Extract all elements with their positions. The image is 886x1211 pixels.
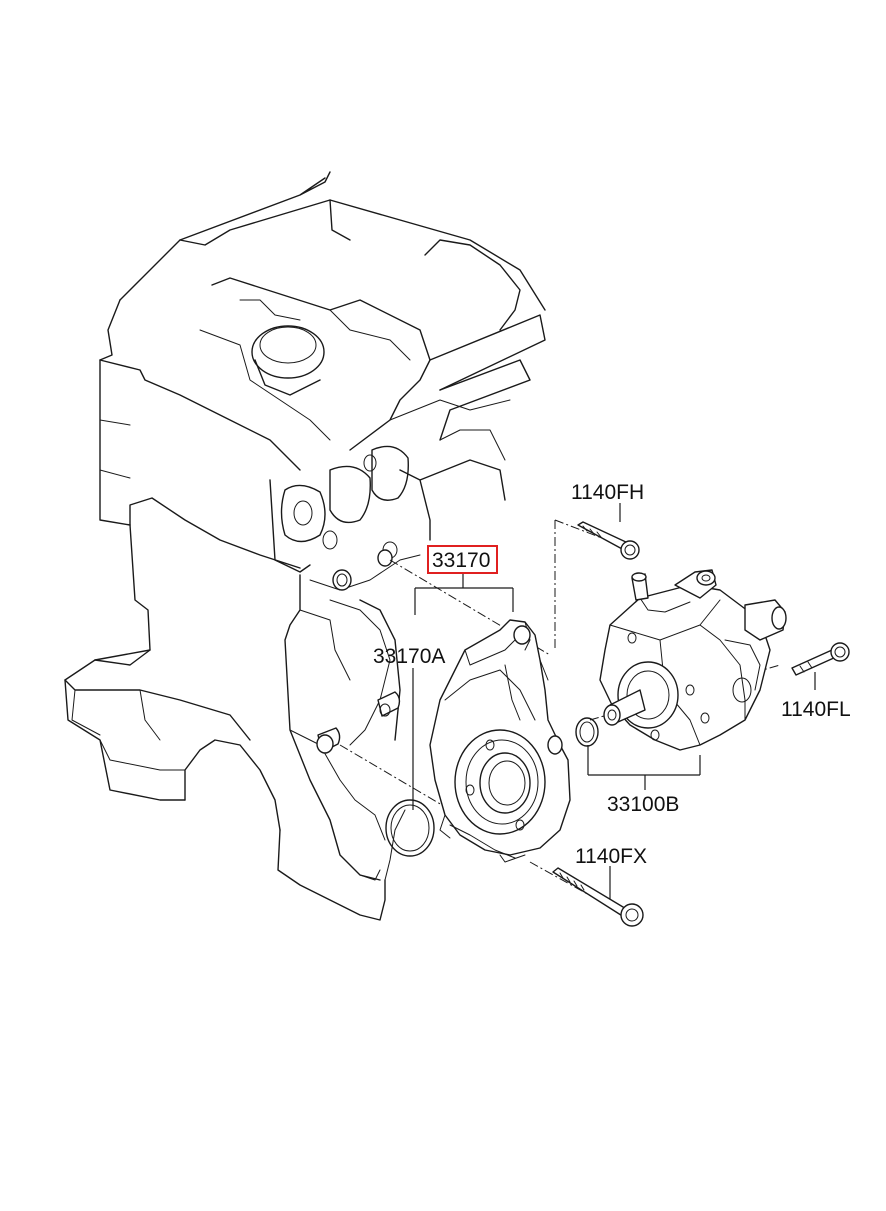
engine-block xyxy=(64,171,546,921)
bolt-1140fh xyxy=(577,521,640,560)
pump-bracket xyxy=(429,619,571,863)
part-labels: 33170 33170A 1140FH 1140FL 33100B 1140FX xyxy=(373,481,851,868)
bolt-1140fx xyxy=(552,867,644,927)
label-33170a[interactable]: 33170A xyxy=(373,645,445,668)
fuel-pump xyxy=(575,569,787,751)
label-33170[interactable]: 33170 xyxy=(432,549,490,572)
label-1140fx[interactable]: 1140FX xyxy=(575,845,647,868)
bolt-1140fl xyxy=(791,642,850,676)
label-1140fh[interactable]: 1140FH xyxy=(571,481,644,504)
label-33100b[interactable]: 33100B xyxy=(607,793,679,816)
label-1140fl[interactable]: 1140FL xyxy=(781,698,851,721)
highlight-box xyxy=(427,545,498,574)
o-ring-large xyxy=(385,799,435,857)
